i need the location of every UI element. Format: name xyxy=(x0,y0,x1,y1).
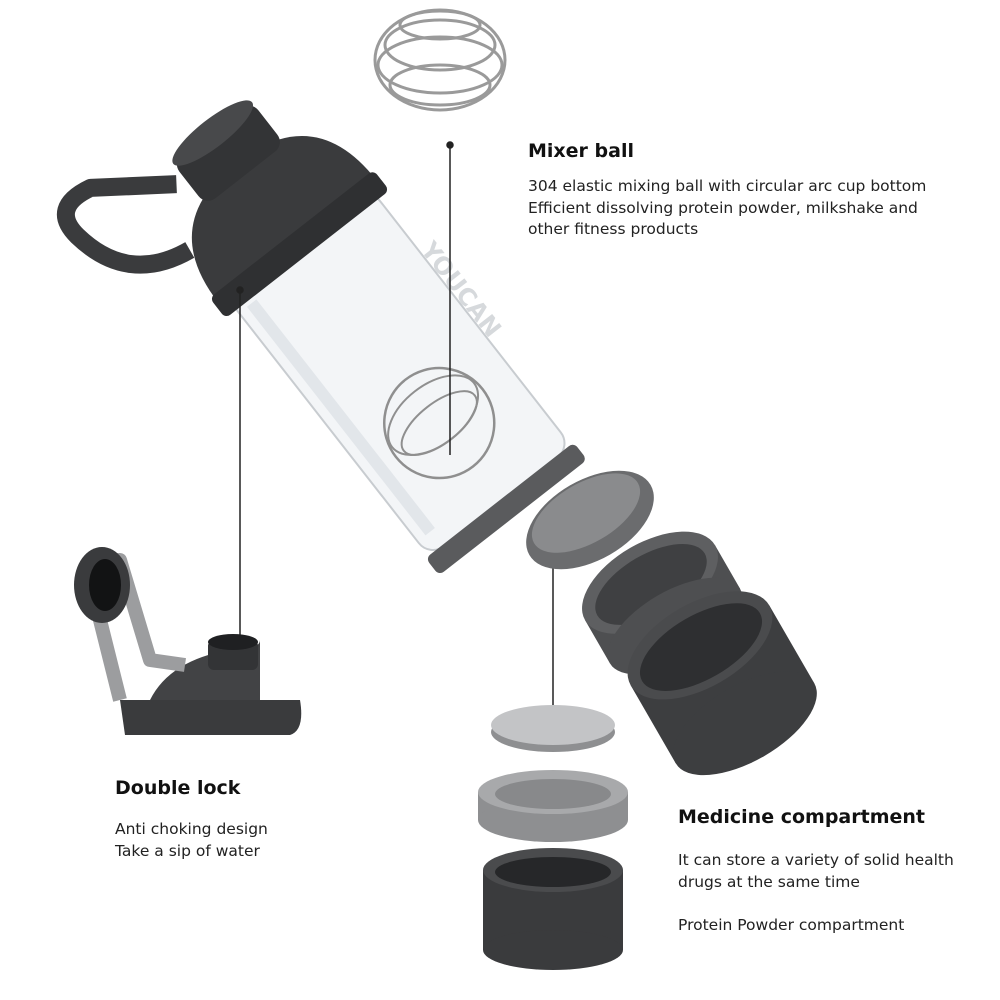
medicine-line: It can store a variety of solid health xyxy=(678,851,954,869)
double-lock-line: Anti choking design xyxy=(115,820,268,838)
double-lock-title: Double lock xyxy=(115,777,241,799)
bottle-image xyxy=(56,100,585,574)
medicine-title: Medicine compartment xyxy=(678,806,925,828)
double-lock-callout: Double lock Anti choking design Take a s… xyxy=(115,777,268,862)
protein-powder-label: Protein Powder compartment xyxy=(678,916,905,934)
leader-lines xyxy=(236,141,557,719)
medicine-callout: Medicine compartment It can store a vari… xyxy=(678,806,954,937)
mixer-ball-line: 304 elastic mixing ball with circular ar… xyxy=(528,177,927,195)
mixer-ball-image xyxy=(373,8,507,112)
compartments-image xyxy=(526,470,817,776)
mixer-ball-line: other fitness products xyxy=(528,220,699,238)
mixer-ball-callout: Mixer ball 304 elastic mixing ball with … xyxy=(528,140,926,241)
mixer-ball-title: Mixer ball xyxy=(528,140,634,162)
double-lock-line: Take a sip of water xyxy=(115,841,260,860)
mixer-ball-line: Efficient dissolving protein powder, mil… xyxy=(528,198,918,217)
flip-lid-image xyxy=(74,547,302,735)
medicine-container-image xyxy=(478,705,628,970)
medicine-line: drugs at the same time xyxy=(678,872,860,891)
